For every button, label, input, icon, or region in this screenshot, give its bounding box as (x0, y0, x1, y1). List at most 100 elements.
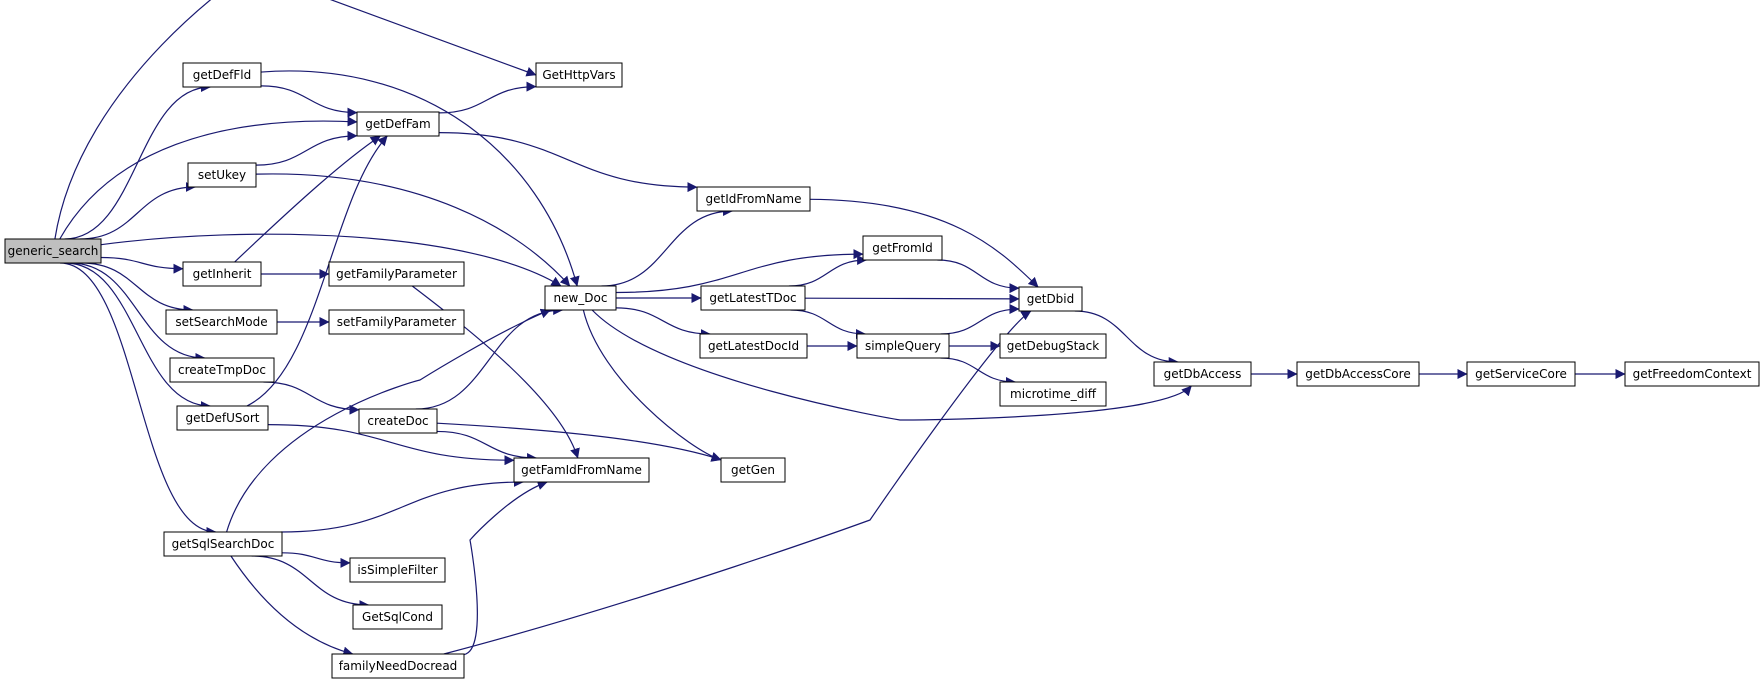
node-getLatestTDoc[interactable]: getLatestTDoc (700, 285, 806, 311)
edge-createTmpDoc-to-createDoc (263, 381, 360, 415)
node-simpleQuery[interactable]: simpleQuery (856, 333, 950, 359)
edge-familyNeedDocread-to-getDbid (443, 310, 1032, 655)
node-box (999, 333, 1107, 359)
node-label: getInherit (193, 267, 252, 281)
node-label: getFreedomContext (1633, 367, 1752, 381)
node-getFamIdFromName[interactable]: getFamIdFromName (513, 457, 650, 483)
node-box (169, 357, 275, 383)
edge-generic_search-to-createTmpDoc (70, 262, 206, 363)
node-generic_search[interactable]: generic_search (4, 238, 102, 264)
edge-generic_search-to-new_Doc (100, 233, 562, 287)
edge-getDefUSort-to-getFamIdFromName (267, 423, 515, 466)
node-box (513, 457, 650, 483)
edge-getLatestTDoc-to-getDbid (804, 293, 1020, 304)
edge-new_Doc-to-getIdFromName (601, 206, 734, 287)
node-box (176, 405, 269, 431)
node-isSimpleFilter[interactable]: isSimpleFilter (349, 557, 446, 583)
node-label: isSimpleFilter (357, 563, 437, 577)
edge-getSqlSearchDoc-to-GetSqlCond (251, 555, 370, 610)
edge-setUkey-to-getDefFam (255, 130, 358, 166)
node-label: getLatestTDoc (709, 291, 796, 305)
edge-getSqlSearchDoc-to-familyNeedDocread (230, 555, 354, 657)
node-setUkey[interactable]: setUkey (187, 162, 257, 188)
node-label: getDbid (1027, 292, 1075, 306)
edge-familyNeedDocread-to-getFamIdFromName (463, 480, 548, 656)
node-label: new_Doc (554, 291, 608, 305)
node-box (1296, 361, 1420, 387)
edge-createDoc-to-getGen (436, 422, 722, 462)
node-label: GetSqlCond (362, 610, 433, 624)
node-getFamilyParameter[interactable]: getFamilyParameter (328, 261, 465, 287)
node-getDefUSort[interactable]: getDefUSort (176, 405, 269, 431)
node-createTmpDoc[interactable]: createTmpDoc (169, 357, 275, 383)
node-getLatestDocId[interactable]: getLatestDocId (699, 333, 808, 359)
node-new_Doc[interactable]: new_Doc (544, 285, 617, 311)
edge-new_Doc-to-getFromId (615, 249, 864, 294)
node-label: getFamilyParameter (336, 267, 457, 281)
node-familyNeedDocread[interactable]: familyNeedDocread (331, 653, 465, 679)
node-label: setUkey (198, 168, 246, 182)
node-GetHttpVars[interactable]: GetHttpVars (535, 62, 623, 88)
edge-new_Doc-to-getDbAccess (591, 309, 1192, 421)
node-createDoc[interactable]: createDoc (358, 408, 438, 434)
edge-getDefFam-to-getIdFromName (438, 132, 698, 193)
node-setSearchMode[interactable]: setSearchMode (165, 309, 278, 335)
node-box (352, 604, 443, 630)
node-box (1466, 361, 1576, 387)
node-getInherit[interactable]: getInherit (182, 261, 262, 287)
edge-generic_search-to-getDefFld (64, 82, 211, 240)
node-getGen[interactable]: getGen (720, 457, 786, 483)
node-box (187, 162, 257, 188)
node-getDebugStack[interactable]: getDebugStack (999, 333, 1107, 359)
edge-generic_search-to-getDefFam (59, 116, 358, 240)
edge-generic_search-to-setUkey (79, 182, 196, 240)
node-label: getSqlSearchDoc (172, 537, 275, 551)
edge-new_Doc-to-getLatestDocId (615, 307, 711, 339)
edge-getDefUSort-to-getDefFam (246, 135, 388, 407)
edge-simpleQuery-to-microtime_diff (940, 357, 1016, 387)
node-label: getIdFromName (706, 192, 802, 206)
edge-generic_search-to-GetHttpVars (54, 0, 537, 240)
node-getDefFld[interactable]: getDefFld (182, 62, 262, 88)
node-getSqlSearchDoc[interactable]: getSqlSearchDoc (163, 531, 283, 557)
node-GetSqlCond[interactable]: GetSqlCond (352, 604, 443, 630)
node-box (544, 285, 617, 311)
node-getDbAccess[interactable]: getDbAccess (1153, 361, 1252, 387)
edge-getDefFld-to-getDefFam (260, 85, 358, 118)
node-label: getFromId (872, 241, 933, 255)
edge-simpleQuery-to-getDbid (940, 304, 1020, 335)
node-getFromId[interactable]: getFromId (862, 235, 943, 261)
node-box (856, 333, 950, 359)
node-label: createTmpDoc (178, 363, 266, 377)
node-box (328, 309, 465, 335)
node-label: setFamilyParameter (337, 315, 456, 329)
node-box (331, 653, 465, 679)
node-box (165, 309, 278, 335)
node-getServiceCore[interactable]: getServiceCore (1466, 361, 1576, 387)
node-box (163, 531, 283, 557)
node-getDbid[interactable]: getDbid (1018, 286, 1083, 312)
node-microtime_diff[interactable]: microtime_diff (999, 381, 1107, 407)
edge-getFamilyParameter-to-getFamIdFromName (411, 285, 580, 459)
edge-getSqlSearchDoc-to-new_Doc (226, 308, 551, 533)
node-label: getLatestDocId (708, 339, 799, 353)
node-box (535, 62, 623, 88)
node-box (356, 111, 440, 137)
edge-layer (54, 0, 1626, 657)
node-label: generic_search (8, 244, 99, 258)
node-box (720, 457, 786, 483)
edge-generic_search-to-getInherit (100, 256, 184, 274)
node-box (358, 408, 438, 434)
node-label: getDefUSort (186, 411, 260, 425)
node-box (700, 285, 806, 311)
node-getDbAccessCore[interactable]: getDbAccessCore (1296, 361, 1420, 387)
node-getFreedomContext[interactable]: getFreedomContext (1624, 361, 1760, 387)
node-layer: generic_search getDefFld GetHttpVars getDef… (4, 62, 1760, 679)
edge-setUkey-to-new_Doc (255, 173, 571, 287)
node-label: getGen (731, 463, 775, 477)
node-setFamilyParameter[interactable]: setFamilyParameter (328, 309, 465, 335)
node-box (328, 261, 465, 287)
node-getDefFam[interactable]: getDefFam (356, 111, 440, 137)
node-getIdFromName[interactable]: getIdFromName (696, 186, 811, 212)
